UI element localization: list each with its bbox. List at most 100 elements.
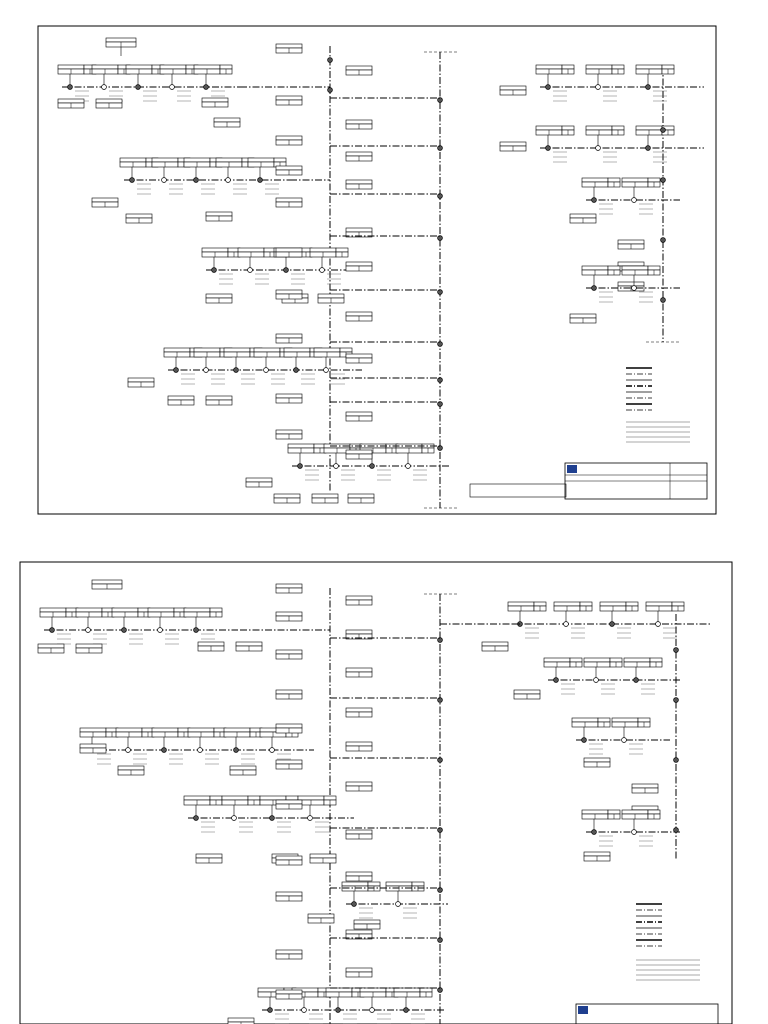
junction-node xyxy=(591,829,597,835)
device-box-header xyxy=(347,493,375,499)
device-box-header xyxy=(647,809,661,815)
device-box-header xyxy=(147,607,175,613)
junction-node xyxy=(161,747,167,753)
switch-node xyxy=(157,627,163,633)
device-box-header xyxy=(183,795,211,801)
switch-node xyxy=(595,84,601,90)
junction-node xyxy=(193,815,199,821)
device-box-header xyxy=(317,293,345,299)
junction-node xyxy=(49,627,55,633)
device-box-header xyxy=(635,64,663,70)
switch-node xyxy=(655,621,661,627)
device-box-header xyxy=(79,743,107,749)
junction-node xyxy=(327,87,333,93)
device-box-header xyxy=(345,871,373,877)
device-box-header xyxy=(57,98,85,104)
device-box-header xyxy=(273,157,287,163)
device-box-header xyxy=(297,795,325,801)
device-box-header xyxy=(151,727,179,733)
junction-node xyxy=(267,1007,273,1013)
device-box-header xyxy=(91,64,119,70)
device-box-header xyxy=(275,95,303,101)
device-box-header xyxy=(611,717,639,723)
device-box-header xyxy=(581,265,609,271)
device-box-header xyxy=(341,881,369,887)
device-box-header xyxy=(209,607,223,613)
device-box-header xyxy=(635,125,663,131)
device-box-header xyxy=(275,289,303,295)
junction-node xyxy=(673,827,679,833)
junction-node xyxy=(369,463,375,469)
device-box-header xyxy=(309,853,337,859)
device-box-header xyxy=(197,641,225,647)
panel-1-border xyxy=(37,25,717,515)
device-box-header xyxy=(631,805,659,811)
title-block-logo xyxy=(567,465,577,473)
junction-node xyxy=(293,367,299,373)
device-box-header xyxy=(579,601,593,607)
device-box-header xyxy=(535,64,563,70)
device-box-header xyxy=(345,967,373,973)
device-box-header xyxy=(535,125,563,131)
device-box-header xyxy=(621,177,649,183)
device-box-header xyxy=(117,765,145,771)
junction-node xyxy=(269,815,275,821)
legend-block-1 xyxy=(626,367,690,443)
device-box-header xyxy=(609,657,623,663)
switch-node xyxy=(197,747,203,753)
device-box-header xyxy=(91,197,119,203)
device-box-header xyxy=(275,799,303,805)
device-box-header xyxy=(127,377,155,383)
device-box-header xyxy=(273,493,301,499)
device-box-header xyxy=(95,98,123,104)
device-box-header xyxy=(201,97,229,103)
switch-node xyxy=(231,815,237,821)
device-box-header xyxy=(275,43,303,49)
switch-node xyxy=(307,815,313,821)
device-box-header xyxy=(607,809,621,815)
title-block-2 xyxy=(575,1003,719,1024)
device-box-header xyxy=(345,781,373,787)
device-box-header xyxy=(205,395,233,401)
title-block-logo xyxy=(578,1006,588,1014)
device-box-header xyxy=(167,395,195,401)
device-box-header xyxy=(561,64,575,70)
device-box-header xyxy=(195,853,223,859)
device-box-header xyxy=(597,717,611,723)
junction-node xyxy=(297,463,303,469)
junction-node xyxy=(203,84,209,90)
device-box-header xyxy=(353,919,381,925)
switch-node xyxy=(595,145,601,151)
device-box-header xyxy=(553,601,581,607)
device-box-header xyxy=(359,987,387,993)
device-box-header xyxy=(125,213,153,219)
junction-node xyxy=(211,267,217,273)
device-box-header xyxy=(393,987,421,993)
device-box-header xyxy=(617,281,645,287)
switch-node xyxy=(125,747,131,753)
junction-node xyxy=(645,145,651,151)
device-box-header xyxy=(75,607,103,613)
device-box-header xyxy=(151,157,179,163)
device-box-header xyxy=(275,649,303,655)
switch-node xyxy=(631,197,637,203)
device-box-header xyxy=(661,64,675,70)
device-box-header xyxy=(247,795,261,801)
switch-node xyxy=(323,367,329,373)
panel-2-schematic xyxy=(37,579,710,1024)
device-box-header xyxy=(311,493,339,499)
device-box-header xyxy=(275,333,303,339)
junction-node xyxy=(660,237,666,243)
device-box-header xyxy=(649,657,663,663)
device-box-header xyxy=(533,601,547,607)
device-box-header xyxy=(163,347,191,353)
device-box-header xyxy=(367,881,381,887)
junction-node xyxy=(591,285,597,291)
device-box-header xyxy=(335,247,349,253)
switch-node xyxy=(269,747,275,753)
junction-node xyxy=(129,177,135,183)
device-box-header xyxy=(275,689,303,695)
device-box-header xyxy=(569,213,597,219)
switch-node xyxy=(593,677,599,683)
device-box-header xyxy=(621,265,649,271)
